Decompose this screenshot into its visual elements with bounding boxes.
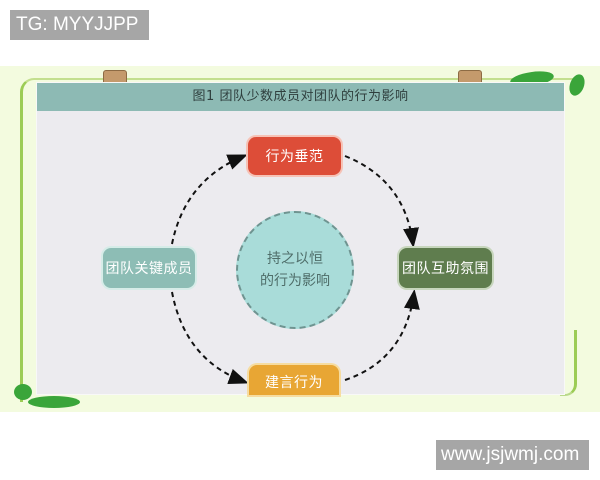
node-team-help-climate: 团队互助氛围 bbox=[399, 248, 492, 288]
title-bar: 图1 团队少数成员对团队的行为影响 bbox=[37, 83, 564, 111]
center-circle: 持之以恒 的行为影响 bbox=[236, 211, 354, 329]
figure-title: 图1 团队少数成员对团队的行为影响 bbox=[192, 89, 409, 104]
decorative-frame-corner bbox=[560, 330, 577, 396]
watermark-bottom: www.jsjwmj.com bbox=[436, 440, 589, 470]
node-key-members: 团队关键成员 bbox=[103, 248, 195, 288]
node-role-modeling: 行为垂范 bbox=[248, 137, 341, 175]
center-line-2: 的行为影响 bbox=[260, 273, 330, 289]
watermark-top: TG: MYYJJPP bbox=[10, 10, 149, 40]
center-line-1: 持之以恒 bbox=[267, 251, 323, 267]
leaf-icon bbox=[28, 396, 80, 408]
leaf-icon bbox=[14, 384, 32, 400]
decorative-frame bbox=[20, 78, 583, 402]
node-voice-behavior: 建言行为 bbox=[249, 365, 339, 395]
